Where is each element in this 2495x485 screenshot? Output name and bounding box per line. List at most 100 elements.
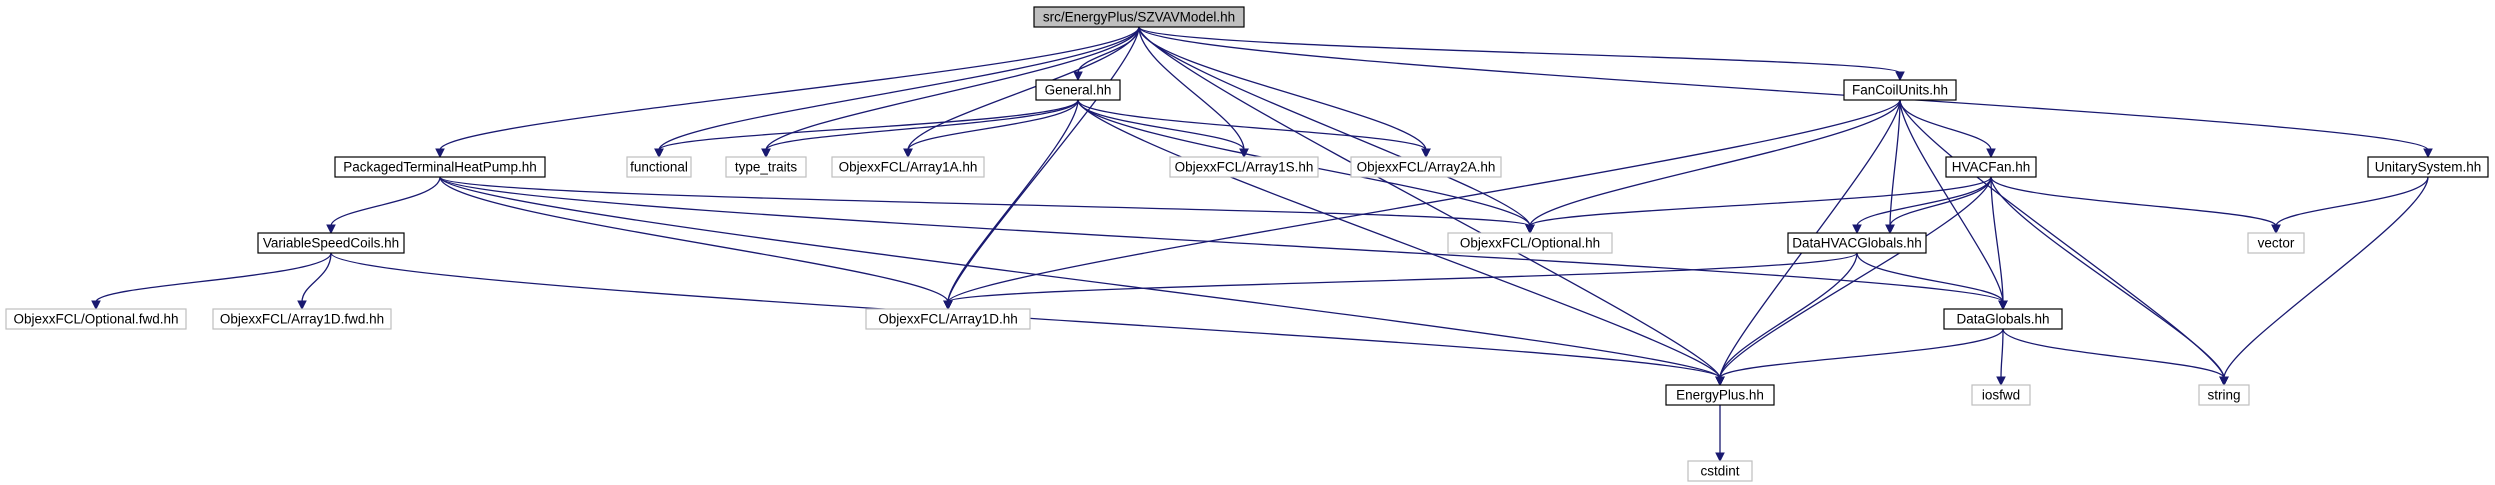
node-a2a: ObjexxFCL/Array2A.hh <box>1350 156 1502 178</box>
node-func: functional <box>626 156 692 178</box>
edge-arrowhead <box>1715 376 1725 387</box>
edge-gen-to-ep <box>1077 99 1721 379</box>
edge-arrowhead <box>2271 224 2281 235</box>
node-box <box>725 156 807 178</box>
edge-us-to-str <box>2223 176 2429 379</box>
edge-fcu-to-hvf <box>1899 99 1992 151</box>
node-label: General.hh <box>1045 83 1112 98</box>
edge-gen-to-tt <box>765 99 1079 151</box>
node-label: UnitarySystem.hh <box>2375 160 2482 175</box>
node-us[interactable]: UnitarySystem.hh <box>2367 156 2489 178</box>
node-vsc[interactable]: VariableSpeedCoils.hh <box>257 232 405 254</box>
node-label: vector <box>2258 236 2295 251</box>
node-a1df: ObjexxFCL/Array1D.fwd.hh <box>212 308 392 330</box>
edge-hvf-to-str <box>1990 176 2225 379</box>
edge-vsc-to-a1df <box>301 252 332 303</box>
edge-arrowhead <box>1421 148 1431 159</box>
node-iosfwd: iosfwd <box>1971 384 2031 406</box>
edge-dg-to-iosfwd <box>2000 328 2004 379</box>
edge-szvav-to-us <box>1138 26 2429 151</box>
edges-layer <box>91 26 2433 463</box>
edge-szvav-to-fcu <box>1138 26 1901 74</box>
node-fcu[interactable]: FanCoilUnits.hh <box>1843 79 1957 101</box>
node-box <box>257 232 405 254</box>
edge-szvav-to-tt <box>765 26 1140 151</box>
node-label: functional <box>630 160 688 175</box>
node-box <box>1665 384 1775 406</box>
edge-gen-to-func <box>658 99 1079 151</box>
edge-arrowhead <box>2423 148 2433 159</box>
edge-ptac-to-a1d <box>439 176 949 303</box>
edge-fcu-to-mem <box>1889 99 1901 227</box>
node-label: FanCoilUnits.hh <box>1852 83 1948 98</box>
edge-ptac-to-opt <box>439 176 1531 227</box>
node-box <box>1169 156 1319 178</box>
edge-fcu-to-a1d <box>947 99 1901 303</box>
node-box <box>2247 232 2305 254</box>
edge-dg-to-ep <box>1719 328 2004 379</box>
edge-arrowhead <box>1852 224 1862 235</box>
edge-arrowhead <box>1996 376 2006 387</box>
node-box <box>1787 232 1927 254</box>
edge-dg-to-str <box>2002 328 2225 379</box>
node-box <box>1843 79 1957 101</box>
node-box <box>334 156 546 178</box>
edge-fcu-to-str <box>1899 99 2225 379</box>
edge-arrowhead <box>1885 224 1895 235</box>
edge-dhg-to-a1d <box>947 252 1858 303</box>
node-hvf[interactable]: HVACFan.hh <box>1945 156 2037 178</box>
node-label: PackagedTerminalHeatPump.hh <box>343 160 537 175</box>
edge-szvav-to-a1s <box>1138 26 1245 151</box>
node-cstd: cstdint <box>1687 460 1753 482</box>
node-label: ObjexxFCL/Array1D.fwd.hh <box>220 312 384 327</box>
node-box <box>831 156 985 178</box>
node-box <box>1943 308 2063 330</box>
nodes-layer: src/EnergyPlus/SZVAVModel.hhPackagedTerm… <box>5 6 2489 482</box>
node-label: HVACFan.hh <box>1952 160 2031 175</box>
node-label: string <box>2207 388 2240 403</box>
node-label: VariableSpeedCoils.hh <box>263 236 399 251</box>
node-szvav[interactable]: src/EnergyPlus/SZVAVModel.hh <box>1033 6 1245 28</box>
node-box <box>2367 156 2489 178</box>
node-ep[interactable]: EnergyPlus.hh <box>1665 384 1775 406</box>
edge-arrowhead <box>297 300 307 311</box>
edge-szvav-to-ptac <box>439 26 1140 151</box>
edge-arrowhead <box>654 148 664 159</box>
node-label: ObjexxFCL/Optional.hh <box>1460 236 1600 251</box>
node-gen[interactable]: General.hh <box>1035 79 1121 101</box>
node-str: string <box>2198 384 2250 406</box>
node-label: DataGlobals.hh <box>1956 312 2049 327</box>
node-a1a: ObjexxFCL/Array1A.hh <box>831 156 985 178</box>
node-opt: ObjexxFCL/Optional.hh <box>1447 232 1613 254</box>
node-box <box>1350 156 1502 178</box>
edge-hvf-to-dg <box>1990 176 2004 303</box>
edge-dhg-to-ep <box>1719 252 1858 379</box>
edge-fcu-to-dg <box>1899 99 2004 303</box>
node-box <box>1945 156 2037 178</box>
node-label: cstdint <box>1700 464 1739 479</box>
node-box <box>1035 79 1121 101</box>
edge-hvf-to-mem <box>1889 176 1992 227</box>
edge-arrowhead <box>1998 300 2008 311</box>
node-label: DataHVACGlobals.hh <box>1792 236 1922 251</box>
node-label: ObjexxFCL/Array2A.hh <box>1357 160 1496 175</box>
node-dhg[interactable]: DataHVACGlobals.hh <box>1787 232 1927 254</box>
edge-arrowhead <box>903 148 913 159</box>
edge-gen-to-a2a <box>1077 99 1427 151</box>
edge-arrowhead <box>943 300 953 311</box>
node-ptac[interactable]: PackagedTerminalHeatPump.hh <box>334 156 546 178</box>
node-label: src/EnergyPlus/SZVAVModel.hh <box>1043 10 1235 25</box>
edge-szvav-to-ep <box>1138 26 1721 379</box>
node-label: ObjexxFCL/Array1D.hh <box>878 312 1018 327</box>
node-label: ObjexxFCL/Array1S.hh <box>1175 160 1314 175</box>
node-label: type_traits <box>735 160 798 175</box>
edge-arrowhead <box>761 148 771 159</box>
edge-ptac-to-ep <box>439 176 1721 379</box>
edge-arrowhead <box>1073 71 1083 82</box>
node-dg[interactable]: DataGlobals.hh <box>1943 308 2063 330</box>
node-label: iosfwd <box>1982 388 2020 403</box>
node-box <box>865 308 1031 330</box>
node-box <box>1971 384 2031 406</box>
edge-arrowhead <box>1986 148 1996 159</box>
